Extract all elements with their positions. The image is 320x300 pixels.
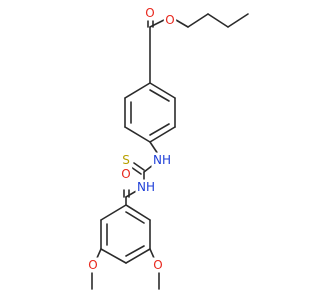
atom-label-halo (143, 5, 157, 21)
bond-ester-o-c (149, 19, 165, 28)
bond-ring1-inner-1 (149, 89, 170, 102)
atom-label-halo (86, 257, 100, 273)
amide-oxygen-label: O (121, 167, 130, 181)
bond-ring2-a (125, 204, 151, 221)
bonds (91, 13, 249, 290)
bond-ring1-f (124, 82, 151, 99)
bond-ring1-inner-2 (149, 123, 170, 136)
bond-ring2-o-right (149, 248, 155, 259)
bond-butyl-c2-c1 (187, 13, 209, 28)
bond-ring1-c (149, 126, 176, 143)
bond-cs-double-b (130, 166, 142, 175)
bond-ring2-f (100, 204, 127, 221)
methoxy-oxygen-left-label: O (88, 258, 97, 272)
atom-labels: O O NH S NH O O O (88, 6, 174, 272)
bond-butyl-c1-o (175, 19, 189, 28)
atom-label-halos (86, 5, 177, 273)
bond-butyl-c3-c2 (207, 13, 229, 28)
bond-ring1-d (124, 126, 151, 143)
bond-ring2-o-left (96, 248, 102, 259)
amide-nh-label: NH (137, 180, 155, 194)
bond-butyl-c4-c3 (227, 13, 249, 28)
bond-ring2-c (125, 248, 151, 264)
atom-label-halo (135, 179, 157, 195)
bond-ring2-d (100, 248, 127, 264)
ester-oxygen-label: O (165, 13, 174, 27)
bond-ring2-inner-2 (125, 245, 145, 257)
atom-label-halo (120, 152, 132, 168)
atom-label-halo (163, 12, 177, 28)
ester-carbonyl-oxygen-label: O (145, 6, 154, 20)
methoxy-oxygen-right-label: O (153, 258, 162, 272)
atom-label-halo (151, 257, 165, 273)
atom-label-halo (119, 166, 133, 182)
bond-ring1-a (149, 82, 176, 99)
bond-ring2-inner-1 (125, 211, 145, 224)
thiourea-nh-label: NH (153, 153, 171, 167)
bond-ring-nh (149, 141, 159, 155)
chemical-structure-diagram: O O NH S NH O O O (86, 5, 249, 290)
thiocarbonyl-sulfur-label: S (122, 153, 130, 167)
atom-label-halo (151, 152, 173, 168)
bond-cs-double-a (133, 162, 145, 171)
